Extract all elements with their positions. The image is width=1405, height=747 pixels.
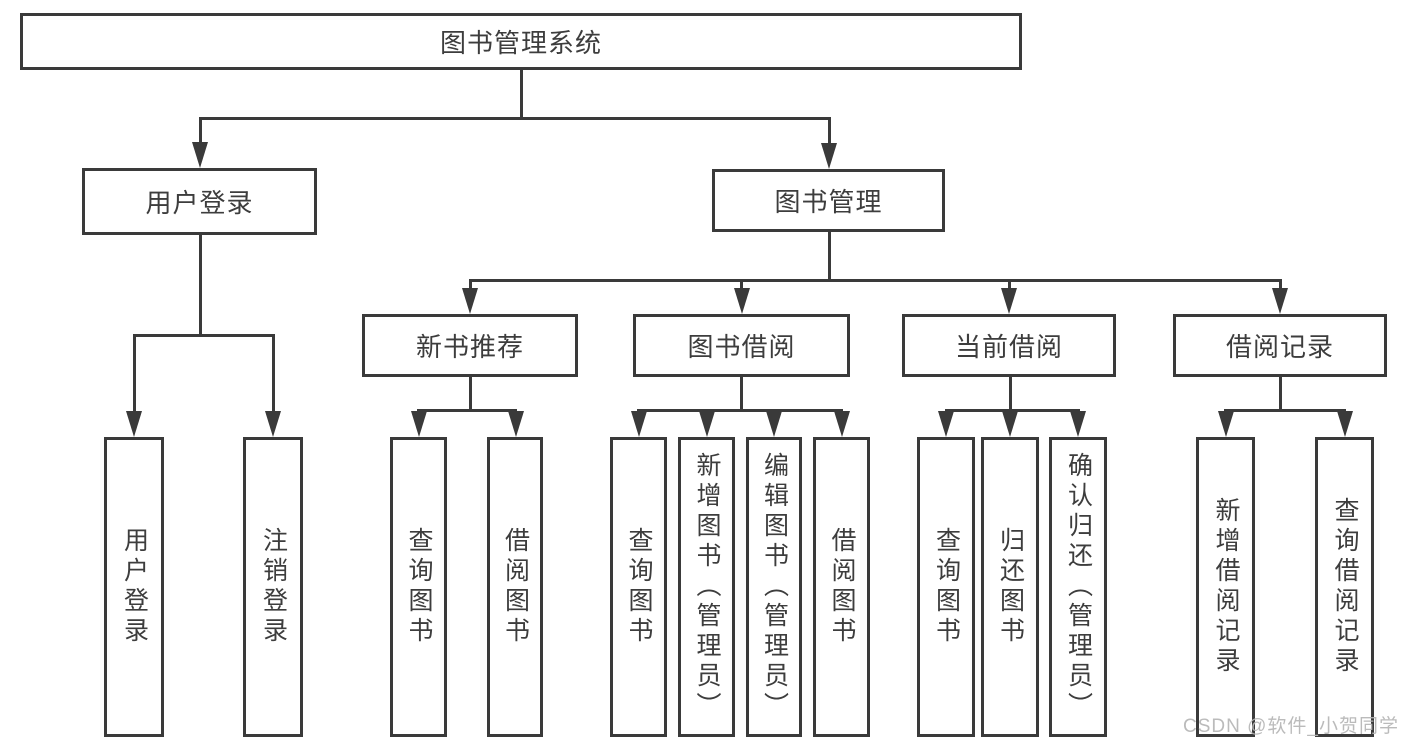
connector-userlogin-left [132, 335, 136, 413]
leaf-label: 查询图书 [625, 527, 653, 647]
leaf-query-books-borrow: 查询图书 [610, 437, 667, 737]
arrow-down-icon [410, 411, 427, 437]
arrow-down-icon [126, 411, 142, 437]
leaf-confirm-return-admin: 确认归还（管理员） [1049, 437, 1107, 737]
connector-newbook-split [417, 408, 517, 412]
arrow-down-icon [1002, 411, 1018, 437]
leaf-borrow-books: 借阅图书 [813, 437, 870, 737]
csdn-watermark: CSDN @软件_小贺同学 [1183, 716, 1399, 737]
leaf-label: 确认归还（管理员） [1064, 452, 1093, 722]
connector-userlogin-stem [198, 235, 202, 336]
arrow-down-icon [938, 411, 954, 437]
connector-bookborrow-stem [740, 377, 743, 410]
node-label: 图书管理系统 [439, 28, 602, 58]
leaf-label: 归还图书 [996, 527, 1025, 647]
node-label: 新书推荐 [415, 332, 524, 362]
leaf-label: 编辑图书（管理员） [760, 452, 789, 722]
leaf-label: 用户登录 [120, 527, 149, 647]
arrow-down-icon [265, 411, 281, 437]
leaf-label: 借阅图书 [501, 527, 530, 647]
connector-root-left [198, 118, 202, 145]
arrow-down-icon [733, 288, 750, 314]
leaf-label: 查询图书 [932, 527, 961, 647]
connector-branch [1278, 280, 1282, 292]
connector-bookmgmt-split [468, 278, 1282, 282]
node-borrow-records: 借阅记录 [1173, 314, 1387, 377]
leaf-query-books-recommend: 查询图书 [390, 437, 447, 737]
leaf-query-books-current: 查询图书 [917, 437, 975, 737]
leaf-label: 查询借阅记录 [1331, 497, 1359, 677]
arrow-down-icon [507, 411, 524, 437]
connector-borrowrecord-stem [1278, 377, 1282, 410]
connector-currentborrow-split [944, 408, 1080, 412]
node-book-borrow: 图书借阅 [633, 314, 850, 377]
arrow-down-icon [698, 411, 715, 437]
arrow-down-icon [766, 411, 782, 437]
connector-borrowrecord-split [1224, 408, 1346, 412]
arrow-down-icon [462, 288, 478, 314]
arrow-down-icon [192, 142, 208, 168]
connector-root-stem [519, 69, 523, 119]
leaf-edit-books-admin: 编辑图书（管理员） [746, 437, 802, 737]
connector-userlogin-split [132, 333, 275, 337]
leaf-return-books: 归还图书 [981, 437, 1039, 737]
arrow-down-icon [1001, 288, 1017, 314]
arrow-down-icon [1070, 411, 1086, 437]
connector-userlogin-right [271, 335, 275, 413]
node-user-login: 用户登录 [82, 168, 317, 235]
leaf-add-books-admin: 新增图书（管理员） [678, 437, 735, 737]
node-current-borrow: 当前借阅 [902, 314, 1116, 377]
connector-root-right [827, 118, 831, 145]
arrow-down-icon [821, 143, 837, 169]
leaf-label: 注销登录 [259, 527, 288, 647]
leaf-label: 新增借阅记录 [1212, 497, 1240, 677]
node-label: 当前借阅 [954, 332, 1063, 362]
leaf-label: 新增图书（管理员） [693, 452, 721, 722]
node-label: 借阅记录 [1225, 332, 1334, 362]
node-root-library-system: 图书管理系统 [20, 13, 1022, 70]
connector-branch [1007, 280, 1011, 292]
leaf-add-borrow-record: 新增借阅记录 [1196, 437, 1255, 737]
node-book-management: 图书管理 [712, 169, 945, 232]
leaf-query-borrow-record: 查询借阅记录 [1315, 437, 1374, 737]
connector-currentborrow-stem [1008, 377, 1012, 410]
connector-bookborrow-split [637, 408, 843, 412]
leaf-user-login: 用户登录 [104, 437, 164, 737]
leaf-borrow-books-recommend: 借阅图书 [487, 437, 543, 737]
connector-branch [468, 280, 472, 292]
connector-newbook-stem [468, 377, 472, 410]
leaf-logout: 注销登录 [243, 437, 303, 737]
connector-bookmgmt-stem [827, 232, 831, 282]
arrow-down-icon [833, 411, 850, 437]
node-label: 图书管理 [774, 187, 883, 217]
arrow-down-icon [1272, 288, 1288, 314]
node-label: 图书借阅 [687, 332, 796, 362]
connector-root-split [198, 116, 831, 120]
leaf-label: 借阅图书 [828, 527, 856, 647]
connector-branch [740, 280, 743, 292]
arrow-down-icon [1336, 411, 1353, 437]
node-label: 用户登录 [145, 188, 254, 218]
leaf-label: 查询图书 [405, 527, 433, 647]
node-new-book-recommend: 新书推荐 [362, 314, 578, 377]
arrow-down-icon [1217, 411, 1234, 437]
arrow-down-icon [630, 411, 647, 437]
